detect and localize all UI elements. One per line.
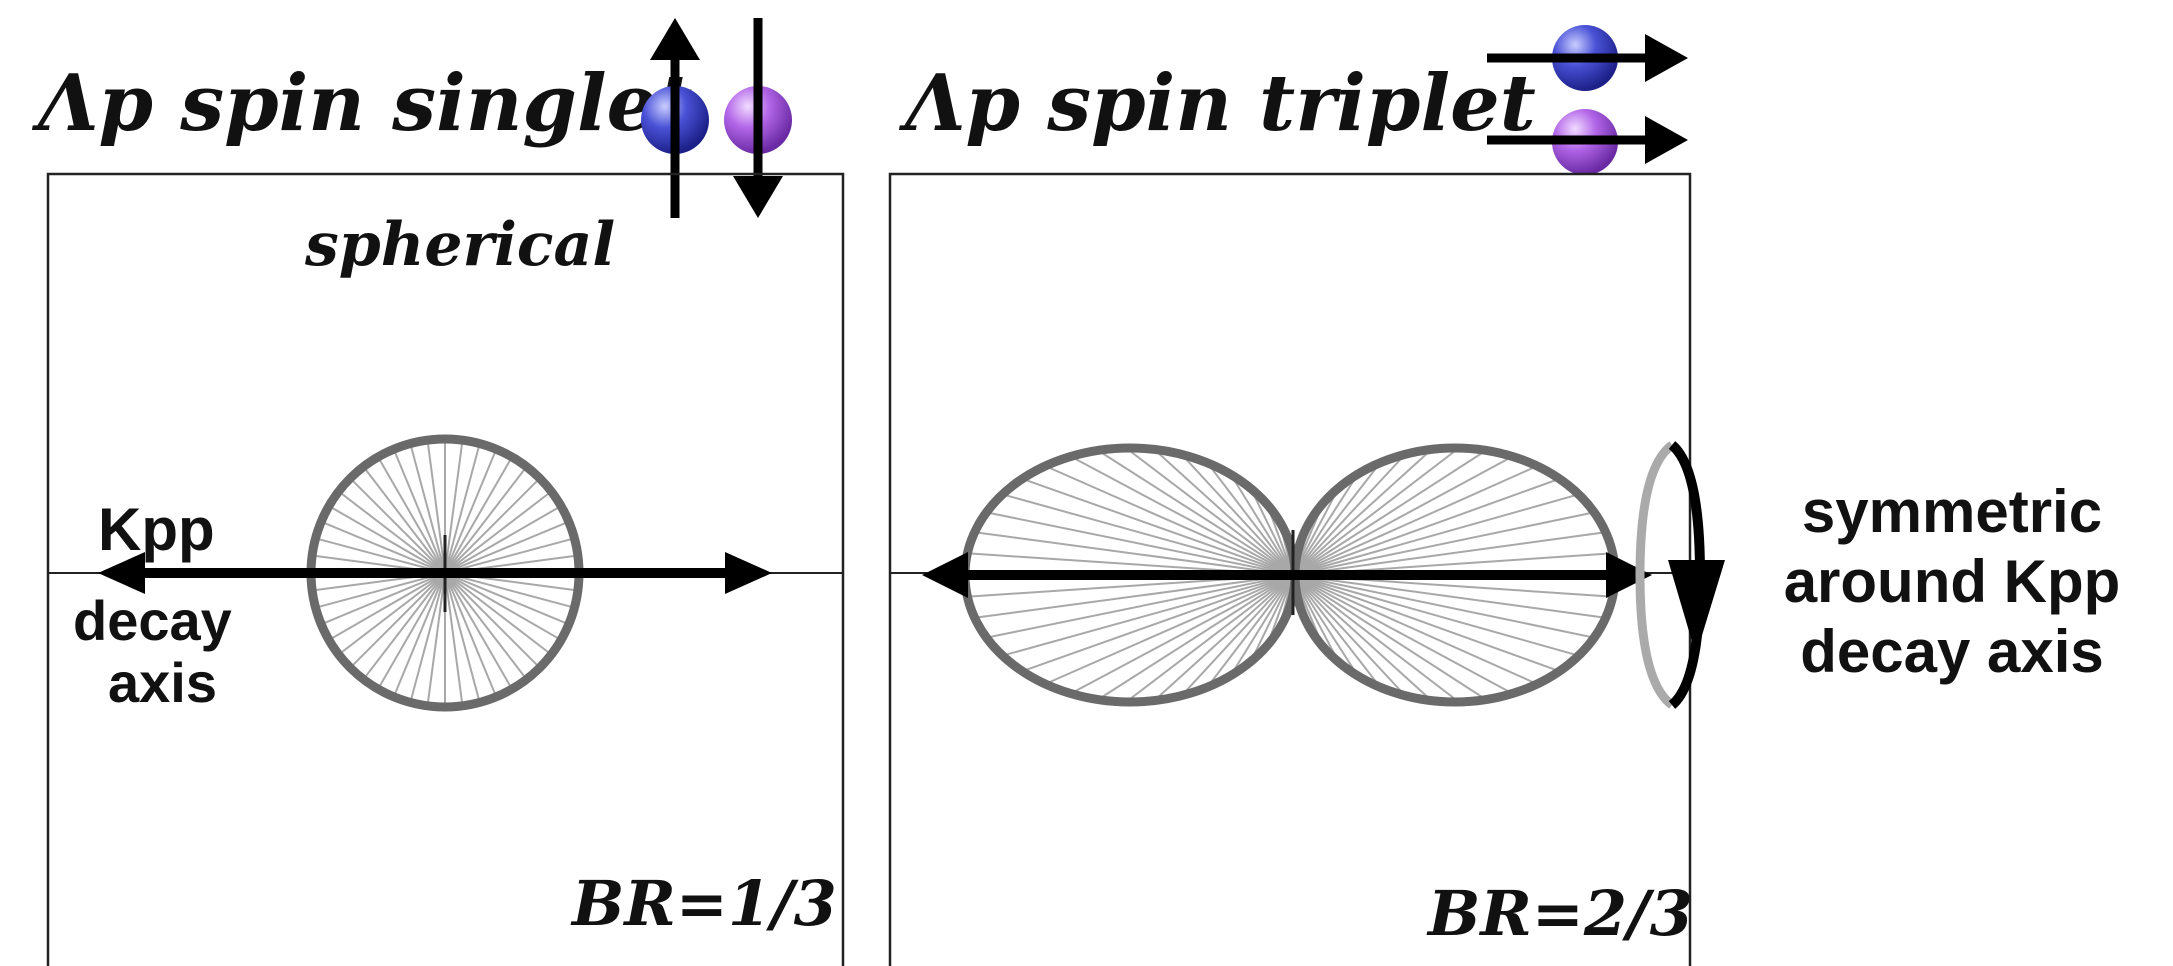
singlet-title: Λp spin singlet <box>31 58 692 149</box>
symmetry-note-line3: decay axis <box>1800 618 2104 685</box>
spoke <box>411 573 445 701</box>
spoke <box>317 573 445 607</box>
spoke <box>1293 575 1482 697</box>
singlet-panel: Λp spin singlet spherical Kpp <box>31 18 843 966</box>
symmetry-note: symmetric around Kpp decay axis <box>1784 478 2121 685</box>
spoke <box>317 539 445 573</box>
symmetry-note-line2: around Kpp <box>1784 548 2121 615</box>
spoke <box>445 539 573 573</box>
axis-label-kpp: Kpp <box>98 496 215 563</box>
spoke <box>445 573 479 701</box>
spoke <box>411 445 445 573</box>
triplet-title: Λp spin triplet <box>898 58 1536 149</box>
spoke <box>445 573 573 607</box>
rotation-arrow-icon <box>1640 445 1725 705</box>
spoke <box>1293 575 1575 655</box>
triplet-branching-ratio: BR=2/3 <box>1426 877 1693 950</box>
symmetry-note-line1: symmetric <box>1802 478 2102 545</box>
axis-label-decay: decay <box>73 589 232 652</box>
spoke <box>445 445 479 573</box>
spoke <box>1293 495 1575 575</box>
triplet-panel: Λp spin triplet <box>890 25 1725 966</box>
shape-label: spherical <box>304 210 615 280</box>
axis-label-axis: axis <box>108 651 217 714</box>
spoke <box>1293 453 1482 575</box>
singlet-branching-ratio: BR=1/3 <box>570 867 837 940</box>
